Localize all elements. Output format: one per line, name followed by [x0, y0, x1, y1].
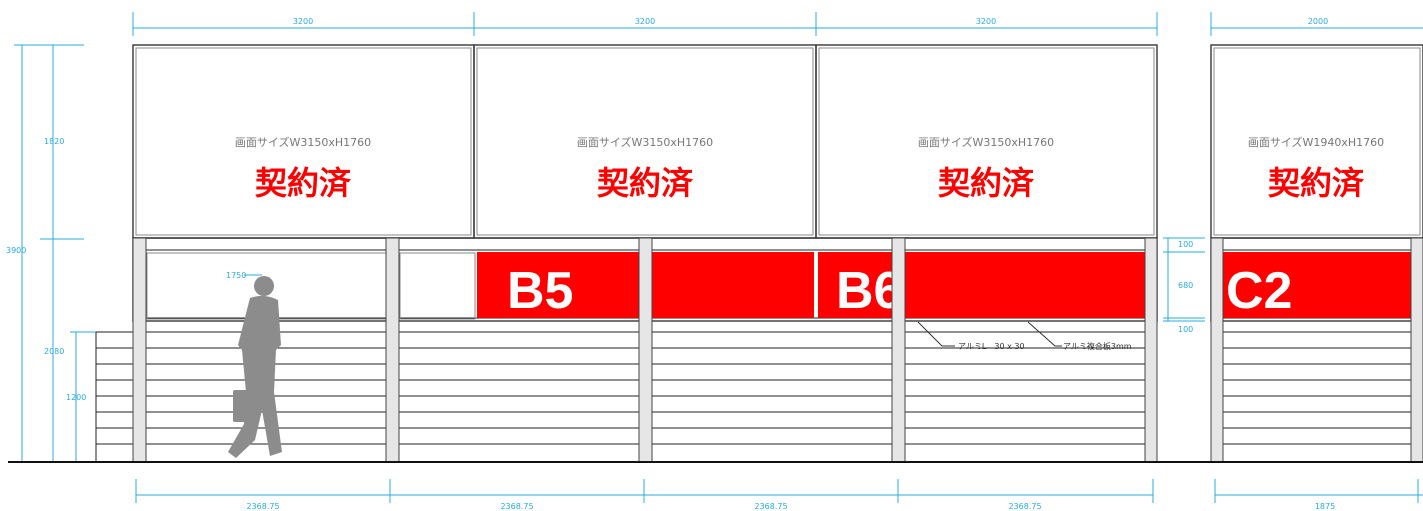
- bottom-dimension-1: 2368.75: [246, 502, 279, 511]
- dimension-lower-height: 2080: [44, 347, 64, 356]
- band-top-dimension: 100: [1178, 240, 1193, 249]
- banner-c2-label: C2: [1226, 262, 1292, 320]
- screen-size-label: 画面サイズW3150xH1760: [235, 135, 371, 149]
- person-silhouette: [228, 276, 282, 458]
- fence: [95, 331, 1423, 462]
- bottom-dimension-line: 2368.75 2368.75 2368.75 2368.75 1875: [135, 479, 1423, 511]
- contract-status: 契約済: [597, 164, 694, 202]
- dimension-upper-height: 1820: [44, 137, 64, 146]
- top-dimension-4: 2000: [1308, 17, 1328, 26]
- banner-b6-label: B6: [836, 262, 902, 320]
- banner-c2-panel: [1213, 252, 1423, 318]
- screen-size-label: 画面サイズW1940xH1760: [1248, 135, 1384, 149]
- band-bottom-dimension: 100: [1178, 325, 1193, 334]
- screen-1: 画面サイズW3150xH1760 契約済: [235, 135, 371, 202]
- top-dimension-3: 3200: [976, 17, 996, 26]
- bottom-dimension-2: 2368.75: [500, 502, 533, 511]
- contract-status: 契約済: [1268, 164, 1365, 202]
- person-height-label: 1750: [226, 271, 246, 280]
- bottom-dimension-4: 2368.75: [1008, 502, 1041, 511]
- support-posts: [132, 237, 1423, 463]
- person-height-dimension: 1750: [226, 271, 262, 280]
- left-dimension-lines: 3900 1820 2080 1200: [6, 44, 96, 462]
- screen-size-label: 画面サイズW3150xH1760: [577, 135, 713, 149]
- dimension-fence-height: 1200: [66, 393, 86, 402]
- annotations: アルミL 30 x 30 アルミ複合板3mm: [917, 321, 1132, 351]
- top-dimension-2: 3200: [635, 17, 655, 26]
- bottom-dimension-5: 1875: [1315, 502, 1335, 511]
- band-dimensions: 100 680 100: [1163, 237, 1205, 334]
- screen-size-label: 画面サイズW3150xH1760: [918, 135, 1054, 149]
- aluminum-panel-note: アルミ複合板3mm: [1063, 341, 1132, 351]
- top-dimension-line: 3200 3200 3200 2000: [132, 12, 1423, 36]
- banner-b5-label: B5: [507, 262, 573, 320]
- banner-c2: C2: [1213, 252, 1423, 320]
- screen-3: 画面サイズW3150xH1760 契約済: [918, 135, 1054, 202]
- bottom-dimension-3: 2368.75: [754, 502, 787, 511]
- banner-b6: B6: [818, 252, 1155, 320]
- screen-2: 画面サイズW3150xH1760 契約済: [577, 135, 713, 202]
- top-dimension-1: 3200: [293, 17, 313, 26]
- band-mid-dimension: 680: [1178, 281, 1193, 290]
- aluminum-angle-note: アルミL 30 x 30: [958, 342, 1025, 351]
- dimension-total-height: 3900: [6, 246, 26, 255]
- screen-4: 画面サイズW1940xH1760 契約済: [1248, 135, 1384, 202]
- contract-status: 契約済: [255, 164, 352, 202]
- contract-status: 契約済: [938, 164, 1035, 202]
- banner-b6-panel: [818, 252, 1155, 318]
